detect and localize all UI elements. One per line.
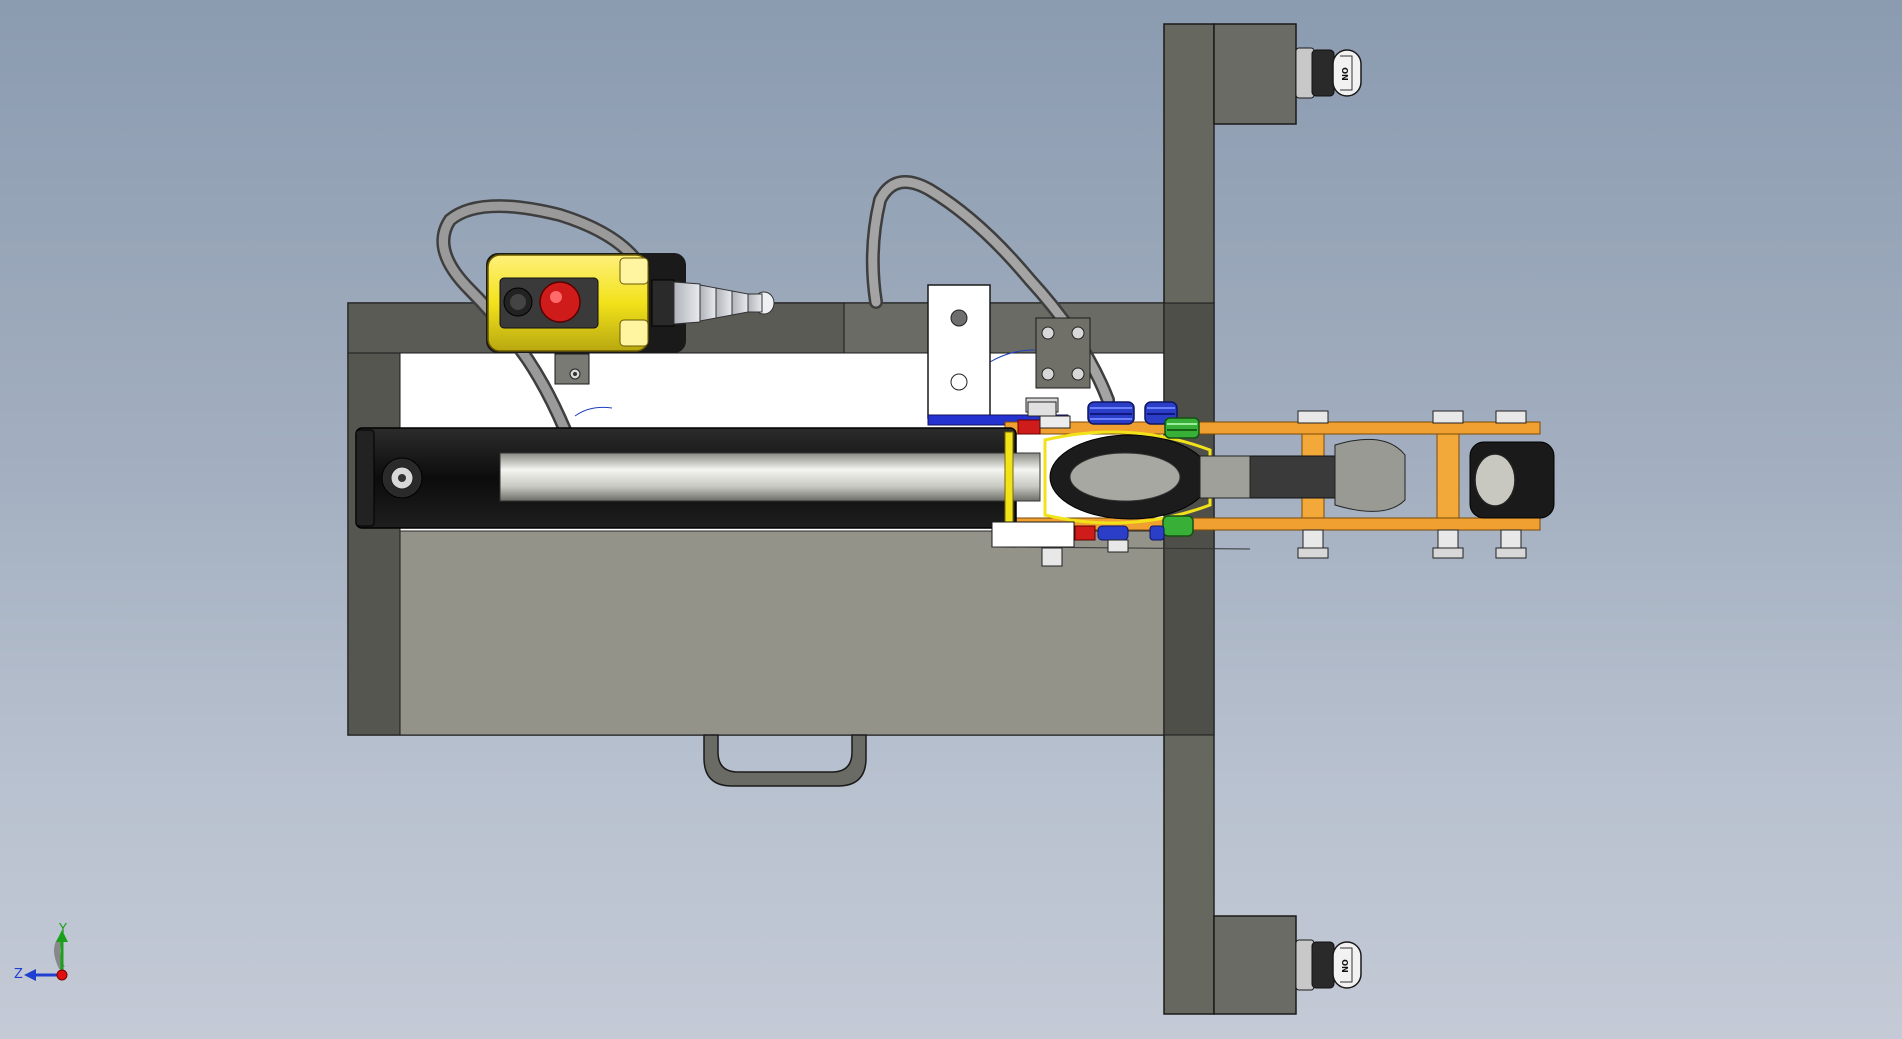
control-pendant[interactable] <box>486 253 775 353</box>
caster-bottom-label: ON <box>1340 959 1349 973</box>
caster-bottom: ON <box>1295 939 1362 991</box>
triad-y-label: Y <box>58 922 67 937</box>
hydraulic-cylinder <box>355 427 1251 529</box>
springs <box>991 401 1251 567</box>
caster-top-label: ON <box>1340 67 1349 81</box>
carry-handle[interactable] <box>703 734 867 787</box>
pendant-bracket <box>554 353 590 385</box>
white-bracket <box>927 284 1069 426</box>
link-bolts-top <box>1297 410 1527 559</box>
coordinate-triad: Y Z <box>14 922 68 982</box>
triad-z-label: Z <box>14 967 23 982</box>
emergency-stop-button[interactable] <box>539 281 581 323</box>
link-arm <box>1004 410 1555 559</box>
caster-top: ON <box>1295 47 1362 99</box>
cable-gland <box>651 279 775 327</box>
